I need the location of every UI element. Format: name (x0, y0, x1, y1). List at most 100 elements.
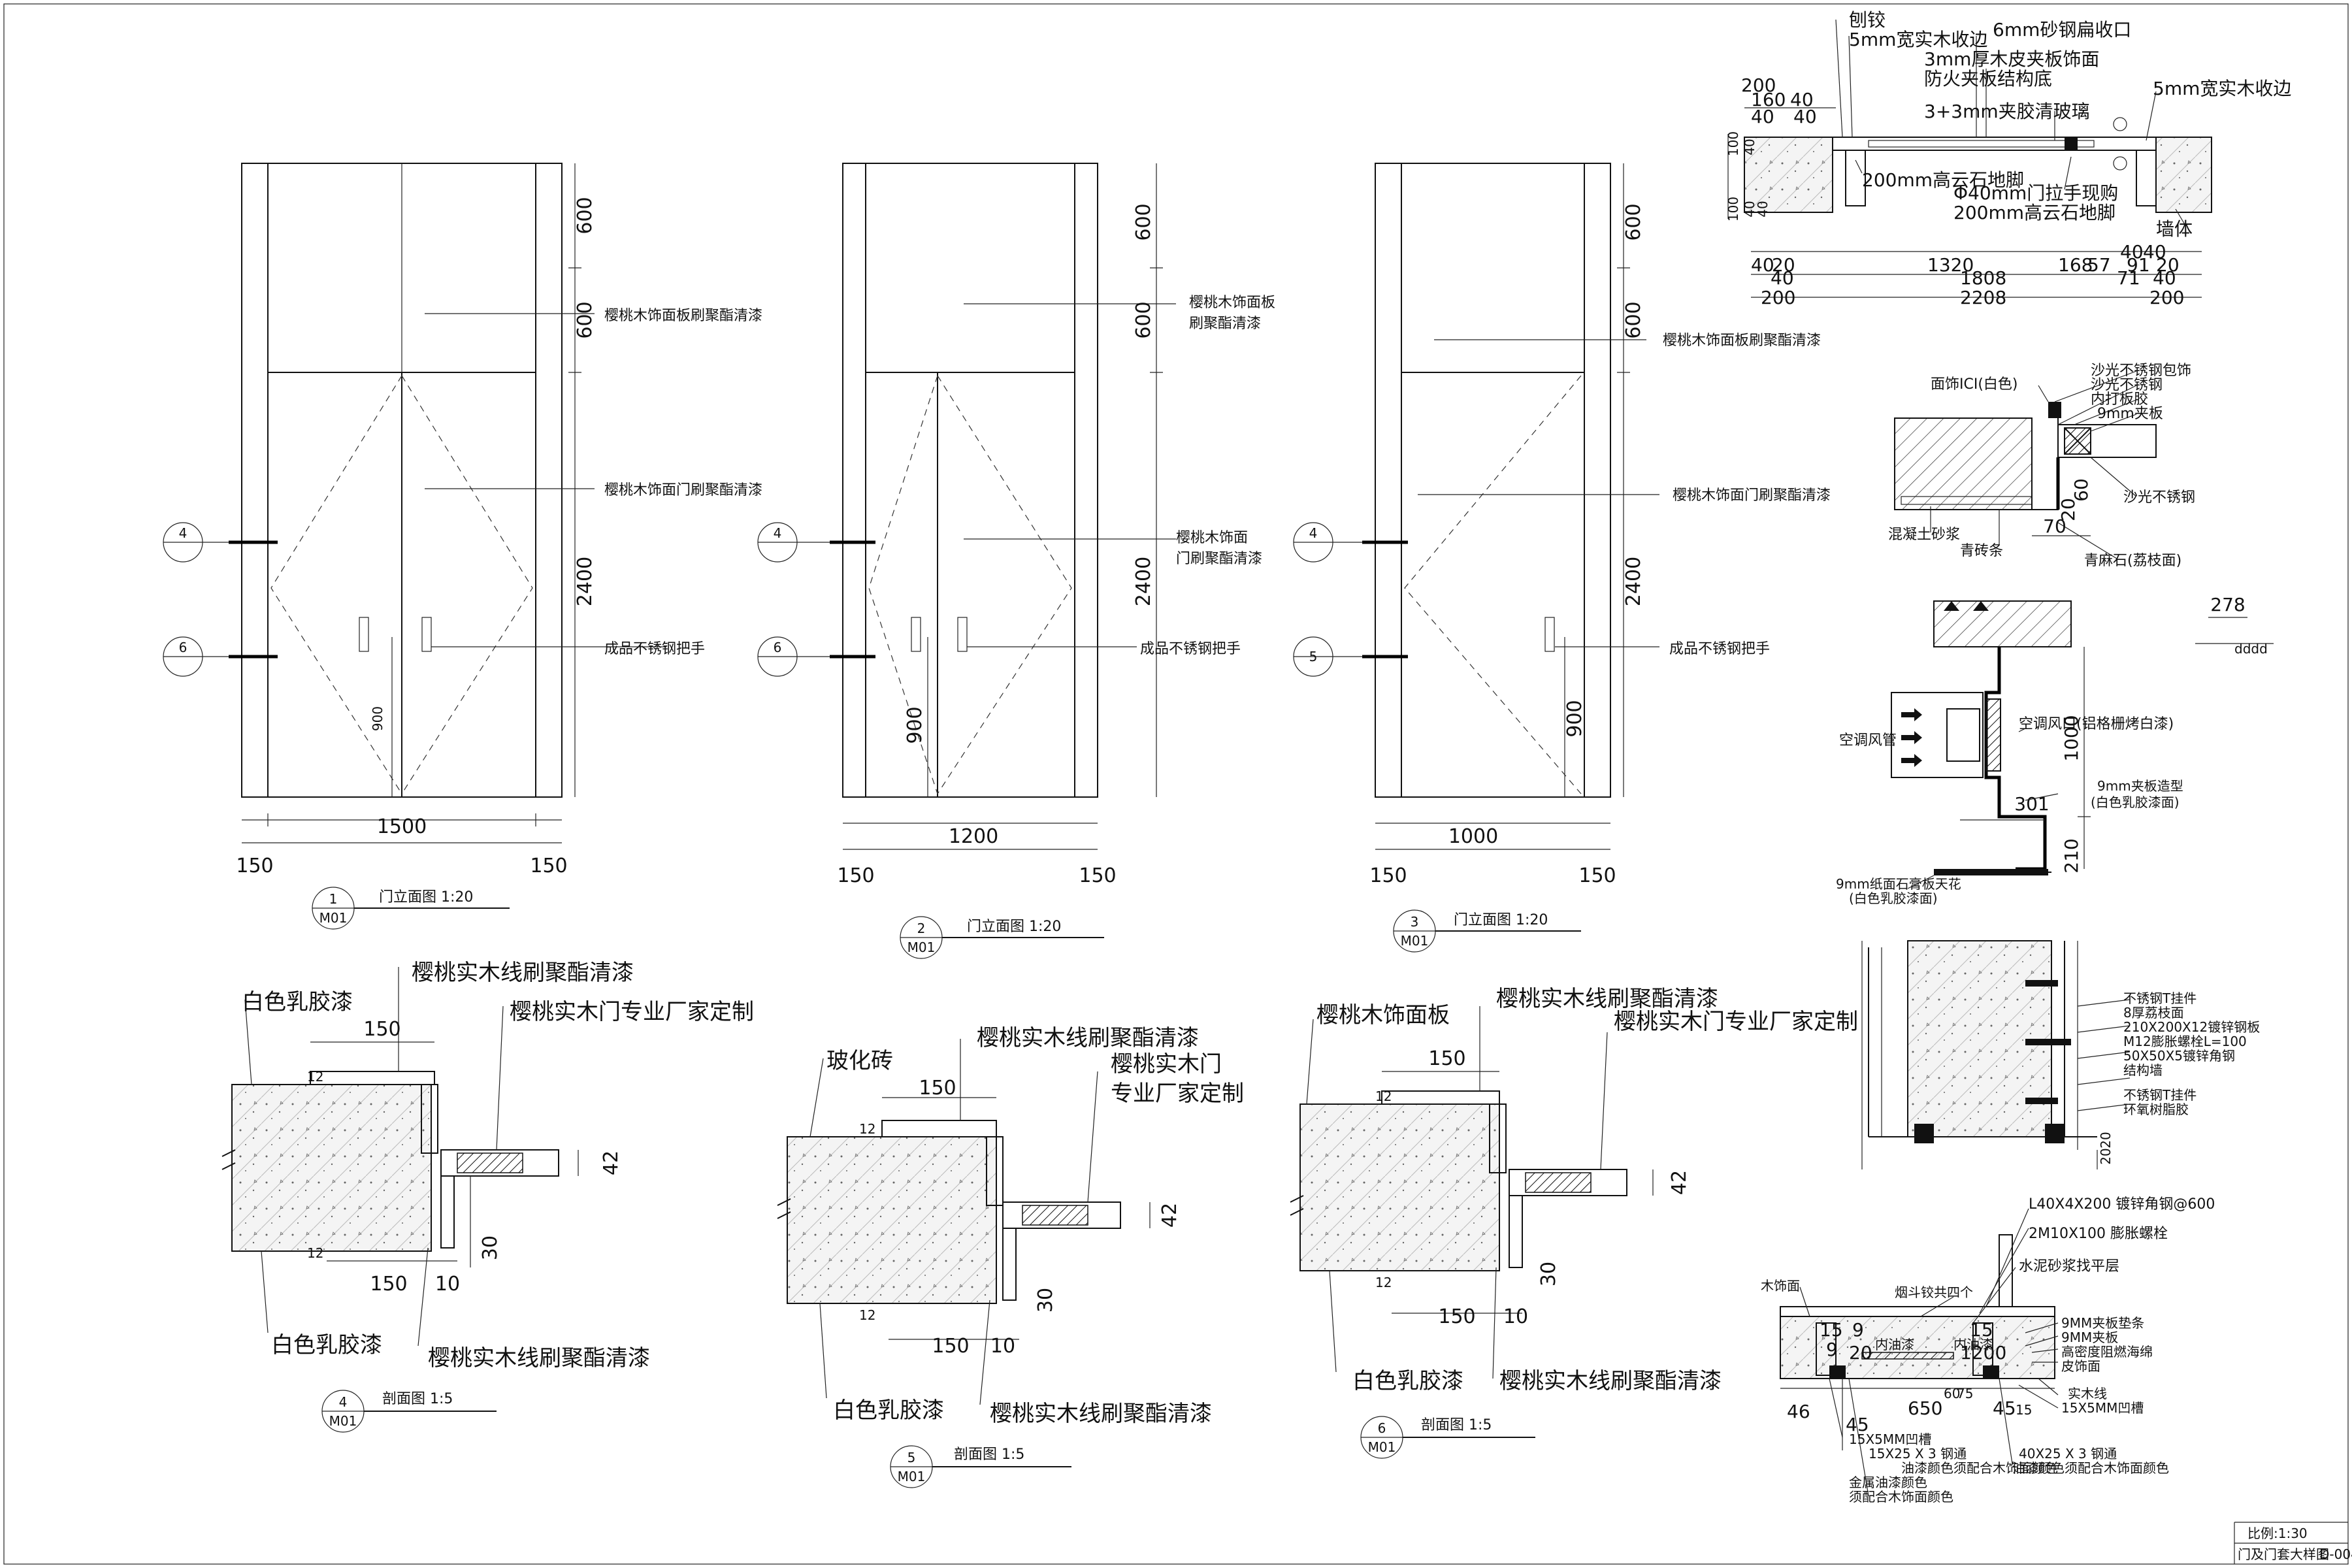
dim-11: 45 (1993, 1397, 2016, 1419)
label-4: 白色乳胶漆 (833, 1397, 944, 1424)
title-sheet: M01 (1368, 1439, 1396, 1455)
label-9: 实木线 (2068, 1386, 2107, 1401)
title-sheet: M01 (329, 1413, 357, 1429)
elevation-1: 4 6 600 600 2400 900 1500 150 150 樱桃木饰面板… (163, 163, 762, 930)
dim-6: 12 (1375, 1275, 1392, 1290)
dim-r1-2: 1320 (1927, 254, 1974, 276)
title-text: 剖面图 1:5 (954, 1446, 1024, 1463)
dim-door: 2400 (1132, 557, 1155, 606)
dim-r2-2: 71 (2117, 267, 2140, 289)
dim-handle: 900 (1563, 700, 1586, 737)
label-2: 210X200X12镀锌钢板 (2123, 1019, 2260, 1035)
label-6: 混凝土砂浆 (1888, 527, 1960, 543)
title-sheet: M01 (907, 939, 936, 955)
callout-panel: 樱桃木饰面板刷聚酯清漆 (604, 308, 762, 324)
dim-5: 10 (1503, 1305, 1528, 1328)
dim-4: 150 (1438, 1305, 1475, 1328)
dim-width: 1000 (1448, 825, 1498, 848)
label-3: 内打板胶 (2091, 391, 2148, 408)
callout-door: 樱桃木饰面门刷聚酯清漆 (1673, 487, 1831, 504)
label-2: 樱桃实木门专业厂家定制 (1614, 1009, 1858, 1035)
dim-left-0: 100 (1725, 131, 1741, 156)
label-11: 15X5MM凹槽 (1849, 1431, 1931, 1447)
dim-0: 150 (919, 1077, 956, 1100)
title-sheet: M01 (319, 910, 348, 926)
label-7: 200mm高云石地脚 (1862, 169, 2024, 191)
sheet-border (3, 3, 2349, 1565)
label-2: 水泥砂浆找平层 (2019, 1258, 2119, 1275)
label-0: 面饰ICI(白色) (1931, 376, 2018, 393)
dim-left-2: 100 (1725, 197, 1741, 221)
label-4: 木饰面 (1761, 1278, 1800, 1294)
dim-0: 20 (2098, 1132, 2114, 1148)
dim-r3-1: 2208 (1960, 287, 2006, 308)
label-1: 樱桃实木线刷聚酯清漆 (1496, 986, 1718, 1012)
bottom-door-detail: L40X4X200 镀锌角钢@600 2M10X100 膨胀螺栓 水泥砂浆找平层… (1761, 1196, 2215, 1505)
dim-1: 12 (859, 1121, 875, 1137)
label-13: 油漆颜色须配合木饰面颜色 (1901, 1460, 2058, 1476)
label-0: 空调风管 (1839, 732, 1897, 749)
dim-0: 150 (363, 1018, 400, 1041)
callout-door: 樱桃木饰面门刷聚酯清漆 (604, 482, 762, 498)
dim-2: 210 (2061, 838, 2082, 873)
section-4: 白色乳胶漆 樱桃实木线刷聚酯清漆 樱桃实木门专业厂家定制 白色乳胶漆 樱桃实木线… (221, 960, 754, 1433)
dim-side-l: 150 (837, 864, 874, 887)
callout-handle: 成品不锈钢把手 (604, 641, 705, 657)
label-10: 墙体 (2156, 218, 2193, 240)
dim-mid: 600 (1132, 301, 1155, 338)
title-num: 2 (917, 921, 926, 936)
label-3: 专业厂家定制 (1111, 1081, 1244, 1107)
dim-r1-6: 20 (2156, 254, 2180, 276)
label-7: 高密度阻燃海绵 (2061, 1344, 2153, 1360)
dim-7: 15 (1970, 1319, 1993, 1341)
label-16: 40X25 X 3 钢通 (2019, 1446, 2117, 1462)
dim-2: 42 (600, 1151, 623, 1175)
dim-0: 15 (1820, 1319, 1843, 1341)
dim-1: 20 (2057, 498, 2079, 521)
label-1: 樱桃实木线刷聚酯清漆 (412, 960, 634, 986)
label-6: 9MM夹板 (2061, 1330, 2118, 1345)
dim-extra-2: 40 (2153, 267, 2176, 289)
label-0: 刨铰 (1849, 9, 1886, 31)
dim-2: 42 (1158, 1203, 1181, 1228)
label-6: 5mm宽实木收边 (2153, 78, 2291, 99)
dim-door: 2400 (1622, 557, 1645, 606)
dim-handle: 900 (904, 706, 926, 743)
dim-left-4: 40 (1755, 201, 1771, 217)
sec-tag-4: 4 (179, 525, 188, 541)
label-0: 白色乳胶漆 (242, 989, 353, 1015)
label-1: 空调风口(铝格栅烤白漆) (2019, 716, 2174, 732)
dim-0: 150 (1428, 1047, 1465, 1070)
callout-handle: 成品不锈钢把手 (1669, 641, 1770, 657)
label-5: 樱桃实木线刷聚酯清漆 (990, 1401, 1212, 1427)
label-5: 9MM夹板垫条 (2061, 1315, 2144, 1331)
label-4: 樱桃实木线刷聚酯清漆 (428, 1345, 650, 1371)
dim-4: 46 (1787, 1401, 1810, 1422)
sec-tag-6: 6 (179, 640, 188, 655)
drawing-no: D-004 (2319, 1546, 2352, 1562)
title-text: 剖面图 1:5 (382, 1391, 453, 1407)
dim-0: 60 (2070, 478, 2092, 502)
callout-door-2: 门刷聚酯清漆 (1176, 551, 1262, 567)
stone-clad-detail: 不锈钢T挂件 8厚荔枝面 210X200X12镀锌钢板 M12膨胀螺栓L=100… (1861, 940, 2260, 1169)
dim-top: 600 (574, 197, 596, 234)
dim-2: 9 (1826, 1339, 1838, 1360)
dim-1: 301 (2014, 793, 2049, 815)
dim-door: 2400 (574, 557, 596, 606)
dim-mid: 600 (1622, 301, 1645, 338)
dim-r1-0: 40 (1751, 254, 1774, 276)
label-7: 青砖条 (1960, 543, 2003, 559)
label-1: 沙光不锈钢包饰 (2091, 363, 2191, 379)
label-5: 3+3mm夹胶清玻璃 (1924, 101, 2090, 122)
dim-top: 600 (1132, 203, 1155, 240)
dim-2: 42 (1668, 1170, 1691, 1195)
title-text: 门立面图 1:20 (379, 889, 473, 906)
sec-tag-6: 6 (774, 640, 782, 655)
callout-panel: 樱桃木饰面板刷聚酯清漆 (1663, 333, 1821, 349)
dim-width: 1200 (949, 825, 998, 848)
label-19: 内油漆 (1953, 1337, 1993, 1352)
aside-text: dddd (2234, 641, 2268, 657)
label-2: 樱桃实木门专业厂家定制 (510, 999, 754, 1025)
title-text: 门立面图 1:20 (967, 919, 1061, 935)
dim-3: 30 (1034, 1288, 1057, 1313)
